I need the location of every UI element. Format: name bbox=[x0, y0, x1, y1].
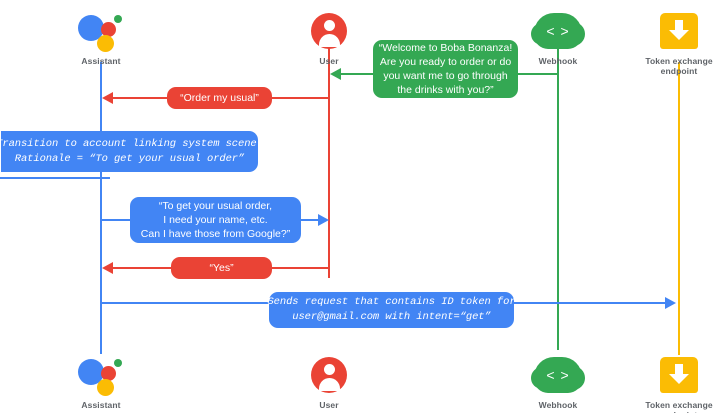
message-line: Transition to account linking system sce… bbox=[0, 137, 263, 150]
message-sends-request: Sends request that contains ID token for… bbox=[267, 292, 516, 328]
actor-label-assistant: Assistant bbox=[81, 56, 121, 66]
lifeline-assistant bbox=[100, 62, 102, 354]
actor-token-endpoint-top[interactable]: Token exchange endpoint bbox=[619, 8, 725, 76]
arrow-head-assistant-to-token-endpoint bbox=[665, 297, 676, 309]
arrow-head-assistant-to-user-request bbox=[318, 214, 329, 226]
google-assistant-icon bbox=[41, 8, 161, 54]
actor-label-user: User bbox=[319, 400, 339, 410]
actor-label-line2: endpoint bbox=[619, 410, 725, 413]
message-line: “To get your usual order, bbox=[158, 200, 273, 212]
user-avatar-icon bbox=[269, 352, 389, 398]
actor-label-line2: endpoint bbox=[660, 66, 698, 76]
actor-label-token-endpoint: Token exchange endpoint bbox=[619, 56, 725, 76]
actor-user-bottom[interactable]: User bbox=[269, 352, 389, 410]
message-transition-note: Transition to account linking system sce… bbox=[0, 131, 263, 172]
arrow-head-user-to-assistant-order bbox=[102, 92, 113, 104]
cloud-code-icon: < > bbox=[498, 352, 618, 398]
message-welcome: “Welcome to Boba Bonanza! Are you ready … bbox=[373, 40, 518, 98]
actor-label-token-endpoint: Token exchange endpoint bbox=[619, 400, 725, 413]
message-line: Are you ready to order or do bbox=[379, 56, 512, 68]
message-line: “Yes” bbox=[209, 262, 234, 274]
arrow-assistant-transition bbox=[0, 177, 110, 179]
actor-label-webhook: Webhook bbox=[538, 400, 578, 410]
lifeline-token-endpoint bbox=[678, 62, 680, 355]
google-assistant-icon bbox=[41, 352, 161, 398]
message-line: Rationale = “To get your usual order” bbox=[14, 152, 245, 165]
cloud-code-icon: < > bbox=[498, 8, 618, 54]
message-order-my-usual: “Order my usual” bbox=[167, 87, 272, 109]
actor-label-webhook: Webhook bbox=[538, 56, 578, 66]
actor-user-top[interactable]: User bbox=[269, 8, 389, 66]
actor-assistant-top[interactable]: Assistant bbox=[41, 8, 161, 66]
message-line: Sends request that contains ID token for bbox=[267, 296, 516, 308]
message-need-name-request: “To get your usual order, I need your na… bbox=[130, 197, 301, 243]
message-line: user@gmail.com with intent=“get” bbox=[292, 311, 491, 323]
actor-label-assistant: Assistant bbox=[81, 400, 121, 410]
message-yes-reply: “Yes” bbox=[171, 257, 272, 279]
actor-webhook-bottom[interactable]: < > Webhook bbox=[498, 352, 618, 410]
actor-label-line1: Token exchange bbox=[645, 56, 713, 66]
download-box-icon bbox=[619, 352, 725, 398]
actor-label-user: User bbox=[319, 56, 339, 66]
lifeline-webhook bbox=[557, 48, 559, 350]
message-line: you want me to go through bbox=[383, 70, 508, 82]
actor-assistant-bottom[interactable]: Assistant bbox=[41, 352, 161, 410]
lifeline-user bbox=[328, 48, 330, 278]
message-line: “Order my usual” bbox=[180, 92, 259, 104]
arrow-head-webhook-to-user bbox=[330, 68, 341, 80]
message-line: I need your name, etc. bbox=[163, 214, 268, 226]
message-line: “Welcome to Boba Bonanza! bbox=[378, 42, 513, 54]
actor-token-endpoint-bottom[interactable]: Token exchange endpoint bbox=[619, 352, 725, 413]
actor-label-line1: Token exchange bbox=[645, 400, 713, 410]
message-line: the drinks with you?” bbox=[397, 84, 494, 96]
download-box-icon bbox=[619, 8, 725, 54]
arrow-head-user-to-assistant-yes bbox=[102, 262, 113, 274]
message-line: Can I have those from Google?” bbox=[140, 228, 291, 240]
actor-webhook-top[interactable]: < > Webhook bbox=[498, 8, 618, 66]
user-avatar-icon bbox=[269, 8, 389, 54]
